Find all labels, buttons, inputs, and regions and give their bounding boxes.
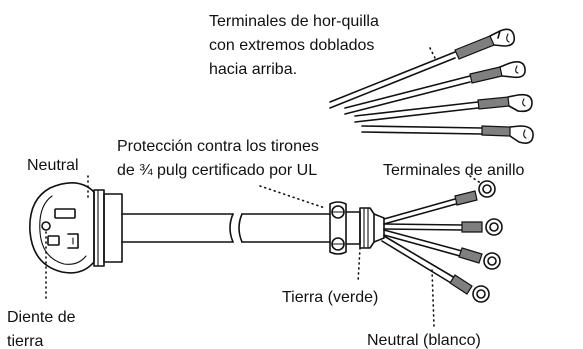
ring-wire-1 — [383, 180, 496, 225]
ring-wire-4 — [381, 235, 490, 303]
label-ground-green: Tierra (verde) — [282, 289, 378, 306]
ring-wire-2 — [383, 218, 503, 236]
label-ground-prong-1: Diente de — [7, 309, 76, 326]
label-strain-relief-2: de ¾ pulg certificado por UL — [117, 162, 317, 179]
ring-terminal-wires — [381, 180, 503, 303]
fork-wire-1 — [329, 28, 516, 109]
label-neutral: Neutral — [27, 157, 79, 174]
leader-strain-relief — [259, 185, 326, 209]
fork-wire-4 — [361, 125, 534, 144]
leader-lines — [45, 47, 483, 327]
leader-neutral-white — [431, 269, 435, 327]
plug — [29, 182, 234, 274]
fork-wire-2 — [344, 61, 526, 115]
label-ring-terminals: Terminales de anillo — [383, 162, 525, 179]
label-ground-prong-2: tierra — [7, 333, 44, 349]
fork-wire-3 — [354, 93, 533, 123]
label-neutral-white: Neutral (blanco) — [367, 332, 481, 349]
label-strain-relief-1: Protección contra los tirones — [117, 138, 319, 155]
ring-wire-3 — [383, 229, 501, 270]
label-fork-terminals-3: hacia arriba. — [209, 61, 297, 78]
strain-relief-assembly — [238, 201, 385, 255]
label-fork-terminals-1: Terminales de hor-quilla — [209, 13, 379, 30]
leader-fork-terminals — [429, 47, 437, 61]
label-fork-terminals-2: con extremos doblados — [209, 37, 374, 54]
fork-terminal-wires — [329, 28, 534, 144]
leader-ground-green — [357, 247, 361, 283]
